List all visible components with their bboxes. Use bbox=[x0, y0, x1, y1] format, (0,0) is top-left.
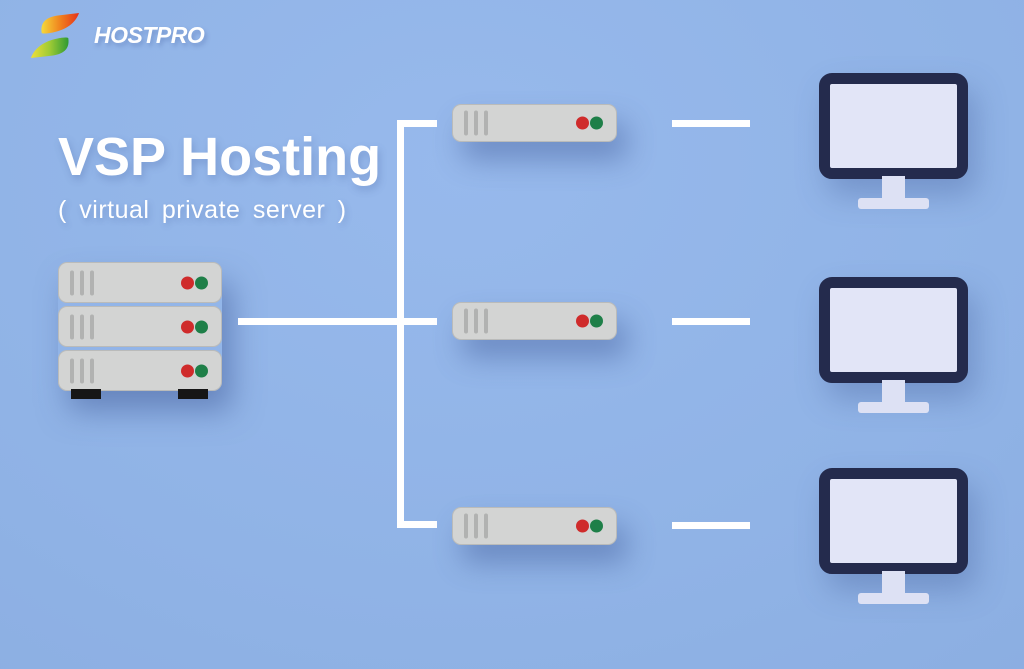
red-led bbox=[576, 116, 589, 130]
vent-slots-icon bbox=[70, 314, 94, 339]
green-led bbox=[195, 320, 208, 333]
red-led bbox=[576, 314, 589, 328]
green-led bbox=[590, 116, 603, 130]
green-led bbox=[590, 519, 603, 533]
physical-server-stack bbox=[58, 262, 222, 399]
vps-server-2 bbox=[452, 302, 617, 340]
connector-trunk-to-vps1 bbox=[397, 120, 437, 127]
connector-stack-to-vps2 bbox=[238, 318, 437, 325]
client-monitor-1 bbox=[819, 73, 968, 209]
monitor-stand-neck bbox=[882, 380, 905, 404]
vps-server-1 bbox=[452, 104, 617, 142]
monitor-stand-base bbox=[858, 198, 929, 209]
client-monitor-3 bbox=[819, 468, 968, 604]
connector-trunk-to-vps3 bbox=[397, 521, 437, 528]
hostpro-logo-text: HOSTPRO bbox=[94, 21, 205, 49]
server-foot bbox=[178, 389, 208, 399]
vent-slots-icon bbox=[70, 270, 94, 295]
monitor-screen bbox=[819, 277, 968, 383]
diagram-subtitle: ( virtual private server ) bbox=[58, 196, 347, 224]
title-block: VSP Hosting ( virtual private server ) bbox=[58, 126, 381, 225]
red-led bbox=[181, 276, 194, 289]
monitor-stand-base bbox=[858, 593, 929, 604]
diagram-title: VSP Hosting bbox=[58, 127, 382, 187]
green-led bbox=[590, 314, 603, 328]
monitor-screen bbox=[819, 73, 968, 179]
green-led bbox=[195, 276, 208, 289]
hostpro-logo: HOSTPRO bbox=[28, 12, 205, 58]
monitor-stand-base bbox=[858, 402, 929, 413]
red-led bbox=[181, 320, 194, 333]
connector-vps3-to-client3 bbox=[672, 522, 750, 529]
monitor-stand-neck bbox=[882, 176, 905, 200]
vent-slots-icon bbox=[464, 513, 488, 539]
red-led bbox=[576, 519, 589, 533]
client-monitor-2 bbox=[819, 277, 968, 413]
vent-slots-icon bbox=[464, 308, 488, 334]
vps-server-3 bbox=[452, 507, 617, 545]
green-led bbox=[195, 364, 208, 377]
monitor-screen bbox=[819, 468, 968, 574]
vent-slots-icon bbox=[464, 110, 488, 136]
monitor-stand-neck bbox=[882, 571, 905, 595]
connector-vps1-to-client1 bbox=[672, 120, 750, 127]
logo-text-host: HOST bbox=[94, 21, 156, 48]
logo-text-pro: PRO bbox=[155, 21, 205, 48]
physical-server-unit bbox=[58, 262, 222, 303]
red-led bbox=[181, 364, 194, 377]
physical-server-unit bbox=[58, 306, 222, 347]
server-foot bbox=[71, 389, 101, 399]
vent-slots-icon bbox=[70, 358, 94, 383]
connector-vps2-to-client2 bbox=[672, 318, 750, 325]
connector-trunk bbox=[397, 120, 404, 528]
hostpro-logo-icon bbox=[30, 13, 80, 58]
physical-server-unit bbox=[58, 350, 222, 399]
